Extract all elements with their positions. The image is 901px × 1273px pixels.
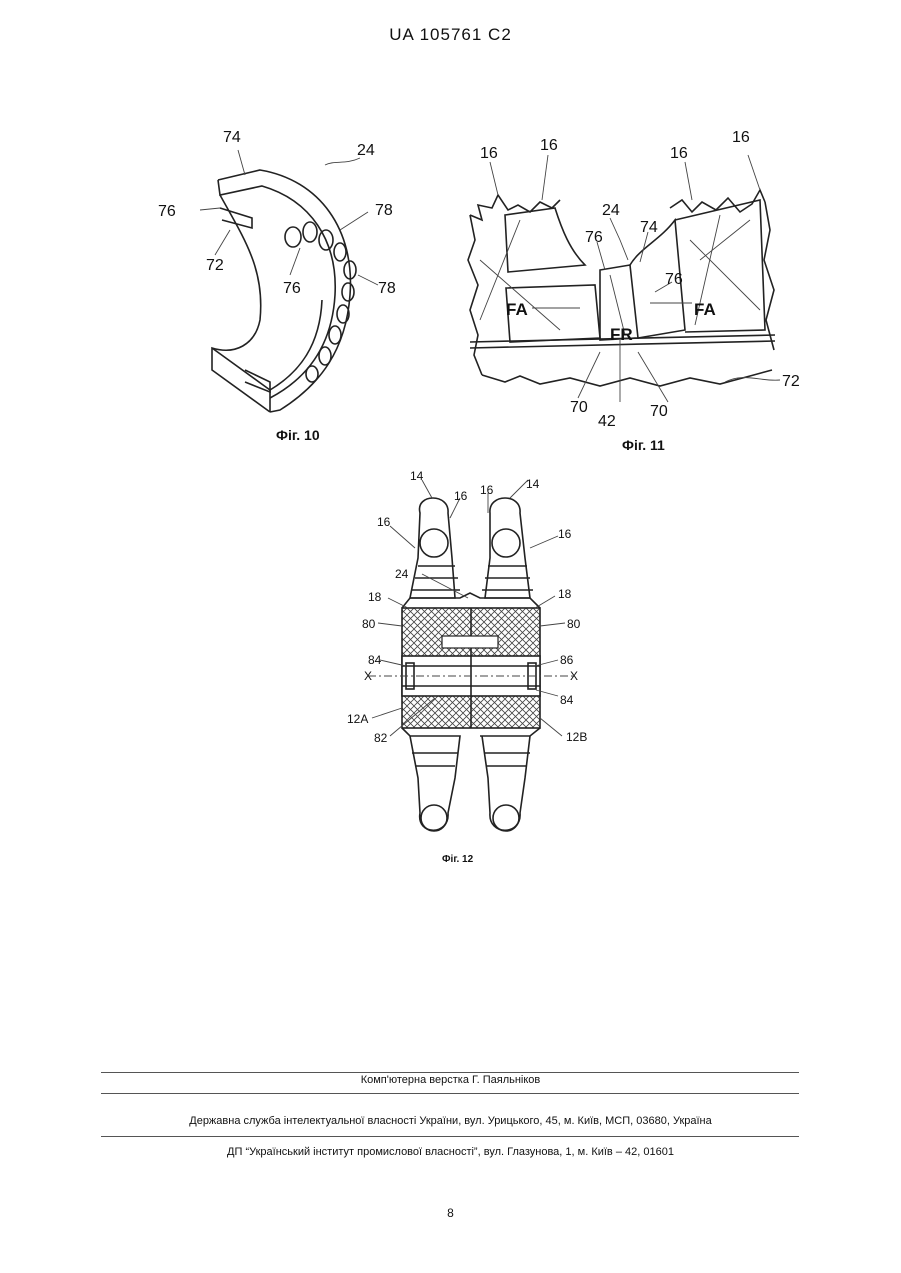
fig11-label-70a: 70 — [570, 399, 588, 416]
fig12-label-16a: 16 — [377, 515, 391, 529]
footer-typesetter: Комп'ютерна верстка Г. Паяльніков — [0, 1074, 901, 1086]
figure-11-drawing: 16 16 16 16 24 76 74 76 FA FA FR 70 42 7… — [460, 120, 810, 430]
fig11-label-74: 74 — [640, 219, 658, 236]
footer-institute-address: ДП “Український інститут промислової вла… — [0, 1146, 901, 1158]
fig10-caption: Фіг. 10 — [276, 427, 320, 443]
fig11-label-fr: FR — [610, 325, 633, 344]
fig11-label-fa-right: FA — [694, 300, 716, 319]
fig12-label-16c: 16 — [480, 483, 494, 497]
fig12-label-84b: 84 — [560, 693, 574, 707]
fig11-label-16a: 16 — [480, 145, 498, 162]
fig10-label-72: 72 — [206, 257, 224, 274]
footer-patent-office-address: Державна служба інтелектуальної власност… — [0, 1115, 901, 1127]
fig12-label-80b: 80 — [567, 617, 581, 631]
fig12-label-12b: 12B — [566, 730, 587, 744]
fig10-label-78a: 78 — [375, 202, 393, 219]
fig11-label-16c: 16 — [670, 145, 688, 162]
fig12-label-14a: 14 — [410, 469, 424, 483]
fig12-label-80a: 80 — [362, 617, 376, 631]
fig11-label-76b: 76 — [665, 271, 683, 288]
fig10-label-76b: 76 — [283, 280, 301, 297]
fig12-label-12a: 12A — [347, 712, 368, 726]
fig12-label-16b: 16 — [454, 489, 468, 503]
fig12-label-86: 86 — [560, 653, 574, 667]
fig11-label-fa-left: FA — [506, 300, 528, 319]
footer-rule-1 — [101, 1072, 799, 1073]
fig12-label-84a: 84 — [368, 653, 382, 667]
figure-12-drawing: 14 14 16 16 16 16 24 18 18 80 80 84 86 X… — [330, 468, 610, 848]
fig12-label-18b: 18 — [558, 587, 572, 601]
fig11-caption: Фіг. 11 — [622, 437, 665, 453]
fig12-label-24: 24 — [395, 567, 409, 581]
fig12-label-16d: 16 — [558, 527, 572, 541]
fig12-caption: Фіг. 12 — [442, 854, 473, 865]
fig12-label-82: 82 — [374, 731, 388, 745]
fig12-label-14b: 14 — [526, 477, 540, 491]
document-code: UA 105761 C2 — [0, 25, 901, 45]
figure-10-drawing: 74 24 76 72 76 78 78 — [150, 120, 410, 430]
fig12-label-x-right: X — [570, 669, 578, 683]
fig10-label-24: 24 — [357, 142, 375, 159]
fig10-label-78b: 78 — [378, 280, 396, 297]
footer-rule-3 — [101, 1136, 799, 1137]
footer-rule-2 — [101, 1093, 799, 1094]
fig10-label-74: 74 — [223, 129, 241, 146]
fig11-label-70b: 70 — [650, 403, 668, 420]
fig11-label-16d: 16 — [732, 129, 750, 146]
fig11-label-76a: 76 — [585, 229, 603, 246]
fig11-label-16b: 16 — [540, 137, 558, 154]
fig11-label-24: 24 — [602, 202, 620, 219]
fig11-label-42: 42 — [598, 413, 616, 430]
page-number: 8 — [0, 1206, 901, 1220]
fig12-label-18a: 18 — [368, 590, 382, 604]
fig10-label-76a: 76 — [158, 203, 176, 220]
fig11-label-72: 72 — [782, 373, 800, 390]
fig12-label-x-left: X — [364, 669, 372, 683]
